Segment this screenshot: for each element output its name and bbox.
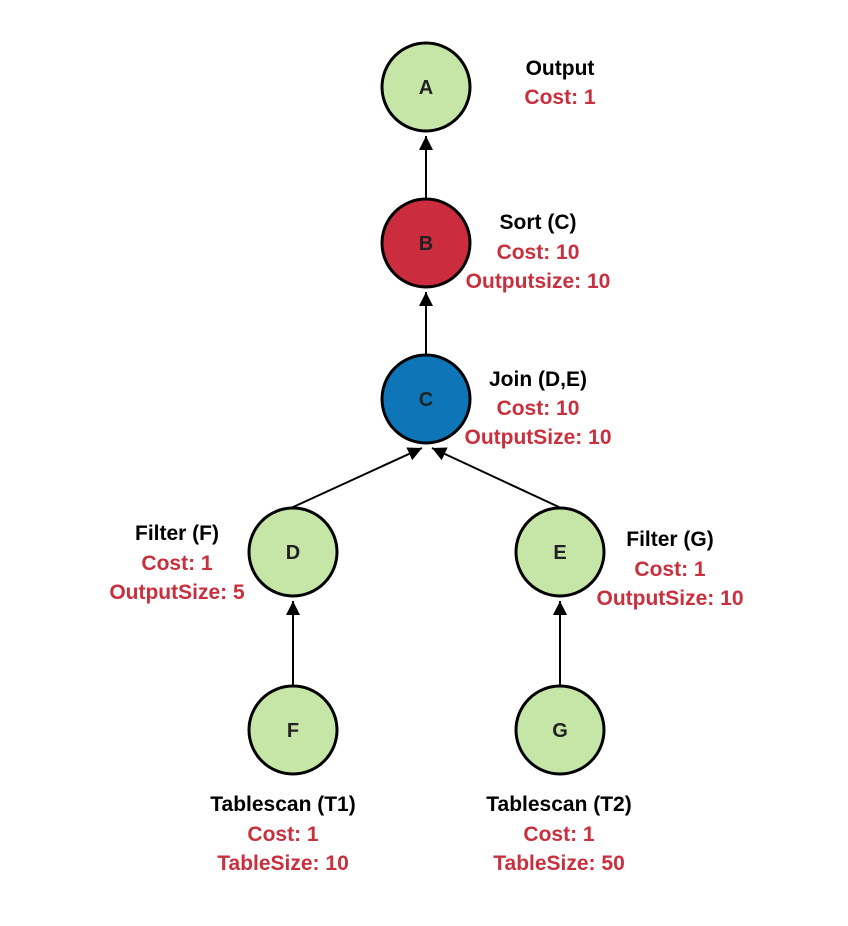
edge-d-to-c — [290, 447, 423, 509]
label-f-op: Tablescan (T1) — [210, 793, 355, 816]
label-b-cost: Cost: 10 — [497, 241, 580, 264]
edges — [286, 136, 567, 686]
node-g-circle — [514, 684, 606, 776]
label-e-op: Filter (G) — [626, 528, 714, 551]
label-b-outputsize: Outputsize: 10 — [466, 270, 611, 293]
label-a: Output Cost: 1 — [524, 57, 595, 109]
label-d: Filter (F) Cost: 1 OutputSize: 5 — [109, 522, 245, 604]
node-e-letter: E — [553, 542, 566, 564]
node-b: B — [380, 197, 472, 289]
label-c-op: Join (D,E) — [489, 368, 587, 391]
node-d-letter: D — [286, 542, 300, 564]
label-d-cost: Cost: 1 — [141, 552, 212, 575]
node-a-letter: A — [419, 77, 433, 99]
node-e: E — [514, 506, 606, 598]
label-g-op: Tablescan (T2) — [486, 793, 631, 816]
node-f-letter: F — [287, 720, 299, 742]
label-g-cost: Cost: 1 — [523, 823, 594, 846]
label-a-cost: Cost: 1 — [524, 86, 595, 109]
node-c: C — [380, 353, 472, 445]
node-f: F — [247, 684, 339, 776]
node-e-circle — [514, 506, 606, 598]
label-c-cost: Cost: 10 — [497, 397, 580, 420]
label-d-op: Filter (F) — [135, 522, 219, 545]
label-e-cost: Cost: 1 — [634, 558, 705, 581]
label-g: Tablescan (T2) Cost: 1 TableSize: 50 — [486, 793, 631, 875]
node-g: G — [514, 684, 606, 776]
label-a-op: Output — [526, 57, 595, 80]
label-b-op: Sort (C) — [500, 211, 577, 234]
label-f-tablesize: TableSize: 10 — [217, 852, 349, 875]
node-d: D — [247, 506, 339, 598]
label-b: Sort (C) Cost: 10 Outputsize: 10 — [466, 211, 611, 293]
node-g-letter: G — [552, 720, 568, 742]
node-f-circle — [247, 684, 339, 776]
node-c-circle — [380, 353, 472, 445]
node-a: A — [380, 41, 472, 133]
label-e: Filter (G) Cost: 1 OutputSize: 10 — [596, 528, 743, 610]
node-b-letter: B — [419, 233, 433, 255]
label-c: Join (D,E) Cost: 10 OutputSize: 10 — [464, 368, 611, 449]
edge-e-to-c — [431, 447, 562, 509]
node-b-circle — [380, 197, 472, 289]
label-g-tablesize: TableSize: 50 — [493, 852, 625, 875]
label-f: Tablescan (T1) Cost: 1 TableSize: 10 — [210, 793, 355, 875]
label-e-outputsize: OutputSize: 10 — [596, 587, 743, 610]
label-c-outputsize: OutputSize: 10 — [464, 426, 611, 449]
label-f-cost: Cost: 1 — [247, 823, 318, 846]
label-d-outputsize: OutputSize: 5 — [109, 581, 245, 604]
node-d-circle — [247, 506, 339, 598]
node-c-letter: C — [419, 389, 433, 411]
node-a-circle — [380, 41, 472, 133]
